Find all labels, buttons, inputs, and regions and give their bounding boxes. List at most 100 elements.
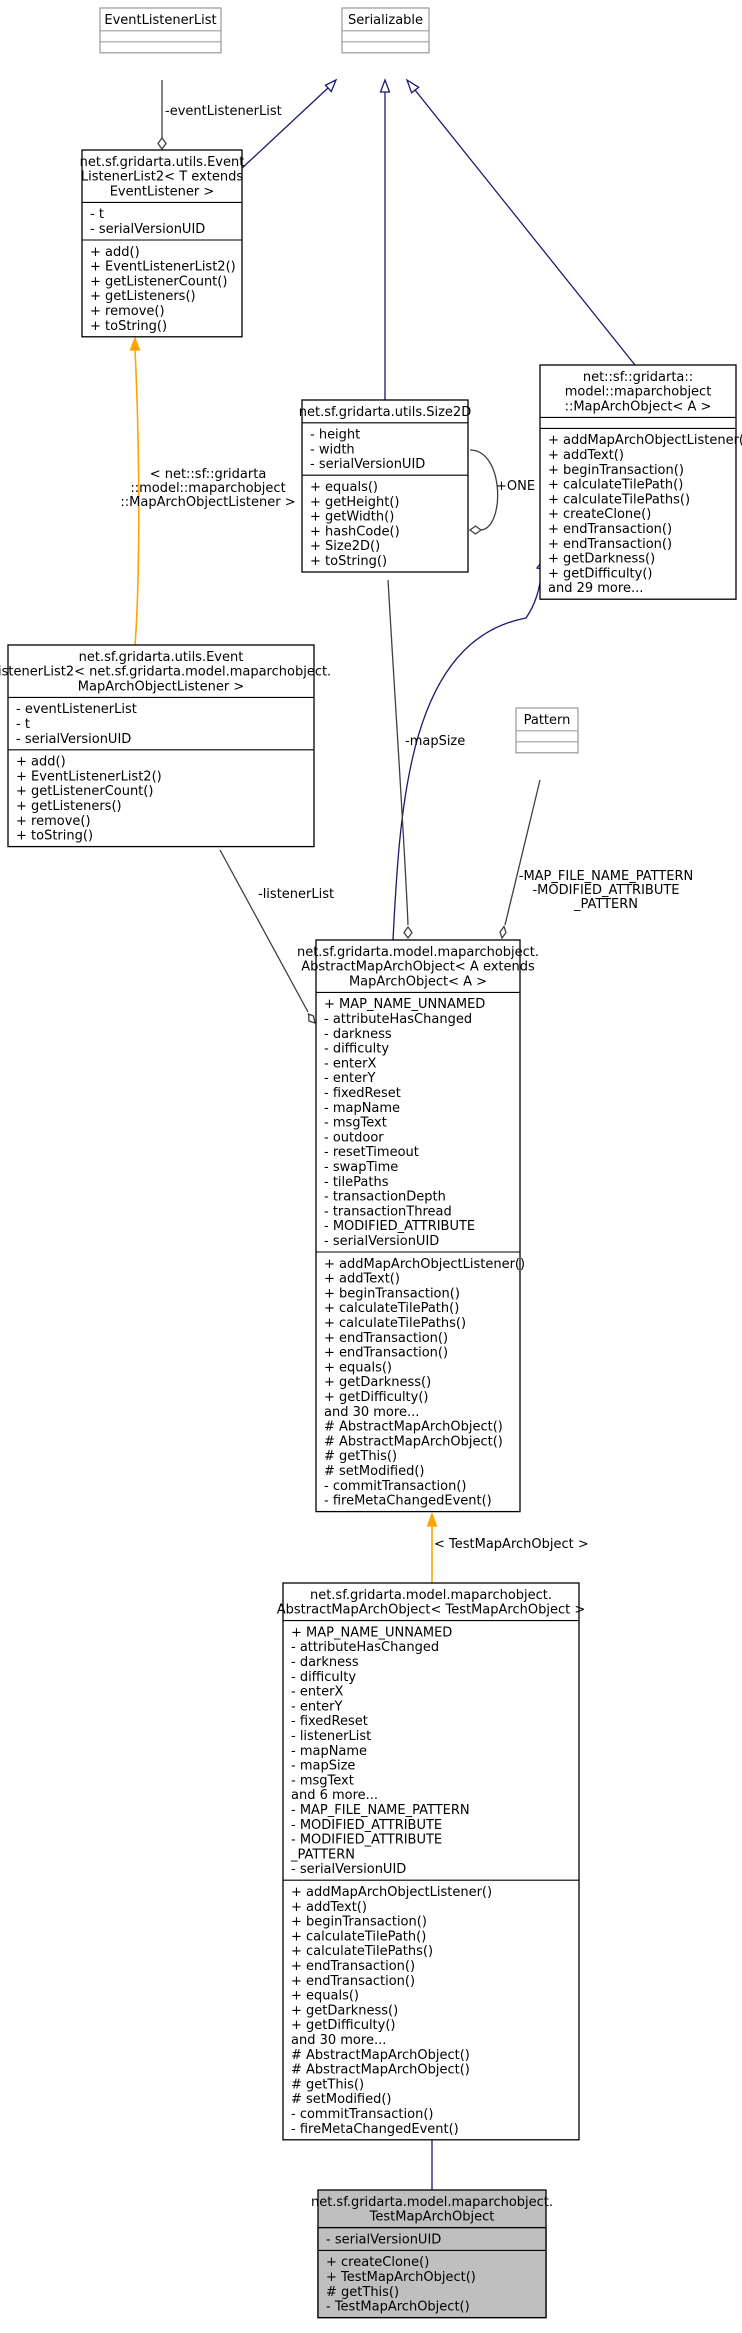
class-attribute: + MAP_NAME_UNNAMED xyxy=(291,1625,452,1640)
class-attribute: - MODIFIED_ATTRIBUTE xyxy=(324,1219,475,1234)
class-title-line: net.sf.gridarta.utils.Event xyxy=(80,155,245,170)
class-abstract-generic[interactable]: net.sf.gridarta.model.maparchobject.Abst… xyxy=(297,939,539,1513)
class-attribute: - serialVersionUID xyxy=(326,2232,441,2247)
class-event-listener-list2-bound[interactable]: net.sf.gridarta.utils.EventListenerList2… xyxy=(0,644,331,848)
class-method: + hashCode() xyxy=(310,524,400,539)
edge-evlist2-to-serializable xyxy=(239,87,329,171)
class-title-line: EventListenerList xyxy=(104,13,216,28)
class-method: + getHeight() xyxy=(310,495,400,510)
class-method: and 30 more... xyxy=(291,2033,386,2048)
class-method: + getListeners() xyxy=(90,289,196,304)
class-method: # getThis() xyxy=(324,1449,397,1464)
class-method: + Size2D() xyxy=(310,539,380,554)
diamond-2 xyxy=(468,525,483,535)
class-attribute: - height xyxy=(310,428,360,443)
class-attribute: - eventListenerList xyxy=(16,702,137,717)
class-title-line: Serializable xyxy=(348,13,423,28)
class-event-listener-list[interactable]: EventListenerList xyxy=(99,7,222,54)
class-attribute: - serialVersionUID xyxy=(310,457,425,472)
class-attribute: - serialVersionUID xyxy=(324,1234,439,1249)
class-method: - TestMapArchObject() xyxy=(326,2300,470,2315)
class-method: + getDarkness() xyxy=(291,2003,398,2018)
class-attribute: - mapSize xyxy=(291,1759,355,1774)
edge-label-template-args-mapobj-listener: < net::sf::gridarta xyxy=(150,467,267,482)
class-attribute: - enterY xyxy=(324,1071,376,1086)
class-attribute: - MODIFIED_ATTRIBUTE xyxy=(291,1833,442,1848)
class-pattern[interactable]: Pattern xyxy=(515,707,579,754)
class-method: + addText() xyxy=(291,1900,367,1915)
class-title-line: net.sf.gridarta.model.maparchobject. xyxy=(311,2195,553,2210)
class-method: + toString() xyxy=(90,319,167,334)
class-method: + TestMapArchObject() xyxy=(326,2270,476,2285)
class-attribute: - msgText xyxy=(291,1773,354,1788)
class-title-line: ::MapArchObject< A > xyxy=(565,399,712,414)
class-method: + equals() xyxy=(324,1360,392,1375)
class-attribute: - difficulty xyxy=(291,1670,356,1685)
class-event-listener-list2-generic[interactable]: net.sf.gridarta.utils.EventListenerList2… xyxy=(80,149,245,338)
class-map-arch-object[interactable]: net::sf::gridarta::model::maparchobject:… xyxy=(539,364,742,600)
class-method: + calculateTilePath() xyxy=(291,1929,426,1944)
arrow-head-template-1 xyxy=(129,336,141,351)
class-method: + getDifficulty() xyxy=(324,1390,429,1405)
class-method: + calculateTilePaths() xyxy=(548,492,690,507)
class-attribute: - MODIFIED_ATTRIBUTE xyxy=(291,1818,442,1833)
class-method: # setModified() xyxy=(291,2092,392,2107)
class-serializable[interactable]: Serializable xyxy=(341,7,430,54)
class-attribute: - difficulty xyxy=(324,1042,389,1057)
class-method: + add() xyxy=(90,245,140,260)
class-attribute: - serialVersionUID xyxy=(90,222,205,237)
class-method: + beginTransaction() xyxy=(291,1915,427,1930)
class-method: and 30 more... xyxy=(324,1405,419,1420)
edge-label-map-size: -mapSize xyxy=(405,734,465,749)
class-method: + calculateTilePath() xyxy=(548,478,683,493)
class-size2d[interactable]: net.sf.gridarta.utils.Size2D- height- wi… xyxy=(299,399,471,573)
class-method: + addText() xyxy=(548,448,624,463)
class-attribute: _PATTERN xyxy=(290,1847,355,1862)
edge-listener-list-composition xyxy=(219,849,309,1013)
class-attribute: - darkness xyxy=(291,1655,359,1670)
class-attribute: + MAP_NAME_UNNAMED xyxy=(324,997,485,1012)
edge-label-patterns: _PATTERN xyxy=(573,897,638,912)
class-abstract-bound[interactable]: net.sf.gridarta.model.maparchobject.Abst… xyxy=(277,1582,585,2141)
class-attribute: - transactionThread xyxy=(324,1204,452,1219)
class-attribute: - swapTime xyxy=(324,1160,398,1175)
edge-pattern-composition xyxy=(504,779,541,926)
class-box xyxy=(315,939,521,1513)
class-box xyxy=(7,644,315,848)
class-box xyxy=(301,399,469,573)
class-method: + EventListenerList2() xyxy=(90,260,236,275)
class-attribute: - tilePaths xyxy=(324,1175,389,1190)
class-title-line: net.sf.gridarta.model.maparchobject. xyxy=(297,945,539,960)
edge-label-template-args-mapobj-listener: ::MapArchObjectListener > xyxy=(120,495,295,510)
class-method: + endTransaction() xyxy=(291,1959,415,1974)
class-method: + getWidth() xyxy=(310,510,394,525)
class-title-line: model::maparchobject xyxy=(565,385,712,400)
class-method: - fireMetaChangedEvent() xyxy=(291,2122,459,2137)
class-attribute: - listenerList xyxy=(291,1729,371,1744)
class-attribute: - enterX xyxy=(324,1056,377,1071)
class-method: + getListenerCount() xyxy=(16,784,153,799)
class-method: + equals() xyxy=(310,480,378,495)
class-method: + addMapArchObjectListener() xyxy=(324,1257,525,1272)
class-attribute: - t xyxy=(16,717,30,732)
edge-label-one: +ONE xyxy=(496,479,535,494)
edge-label-template-args-test: < TestMapArchObject > xyxy=(434,1537,589,1552)
class-title-line: net.sf.gridarta.utils.Event xyxy=(79,650,244,665)
edge-size2d-self xyxy=(469,449,499,531)
class-title-line: MapArchObject< A > xyxy=(349,974,487,989)
class-box xyxy=(539,364,737,600)
class-test-map-arch-object[interactable]: net.sf.gridarta.model.maparchobject.Test… xyxy=(311,2189,553,2319)
class-method: + remove() xyxy=(90,304,165,319)
edge-evlist2-bound-to-generic xyxy=(134,349,140,646)
class-method: + endTransaction() xyxy=(291,1974,415,1989)
class-attribute: and 6 more... xyxy=(291,1788,378,1803)
class-method: + add() xyxy=(16,755,66,770)
class-method: # AbstractMapArchObject() xyxy=(324,1434,503,1449)
class-title-line: ListenerList2< net.sf.gridarta.model.map… xyxy=(0,665,331,680)
edge-maparchobject-to-serializable xyxy=(414,89,636,366)
class-attribute: - attributeHasChanged xyxy=(291,1640,439,1655)
class-title-line: net::sf::gridarta:: xyxy=(583,370,693,385)
class-title-line: MapArchObjectListener > xyxy=(78,679,244,694)
class-attribute: - width xyxy=(310,442,355,457)
